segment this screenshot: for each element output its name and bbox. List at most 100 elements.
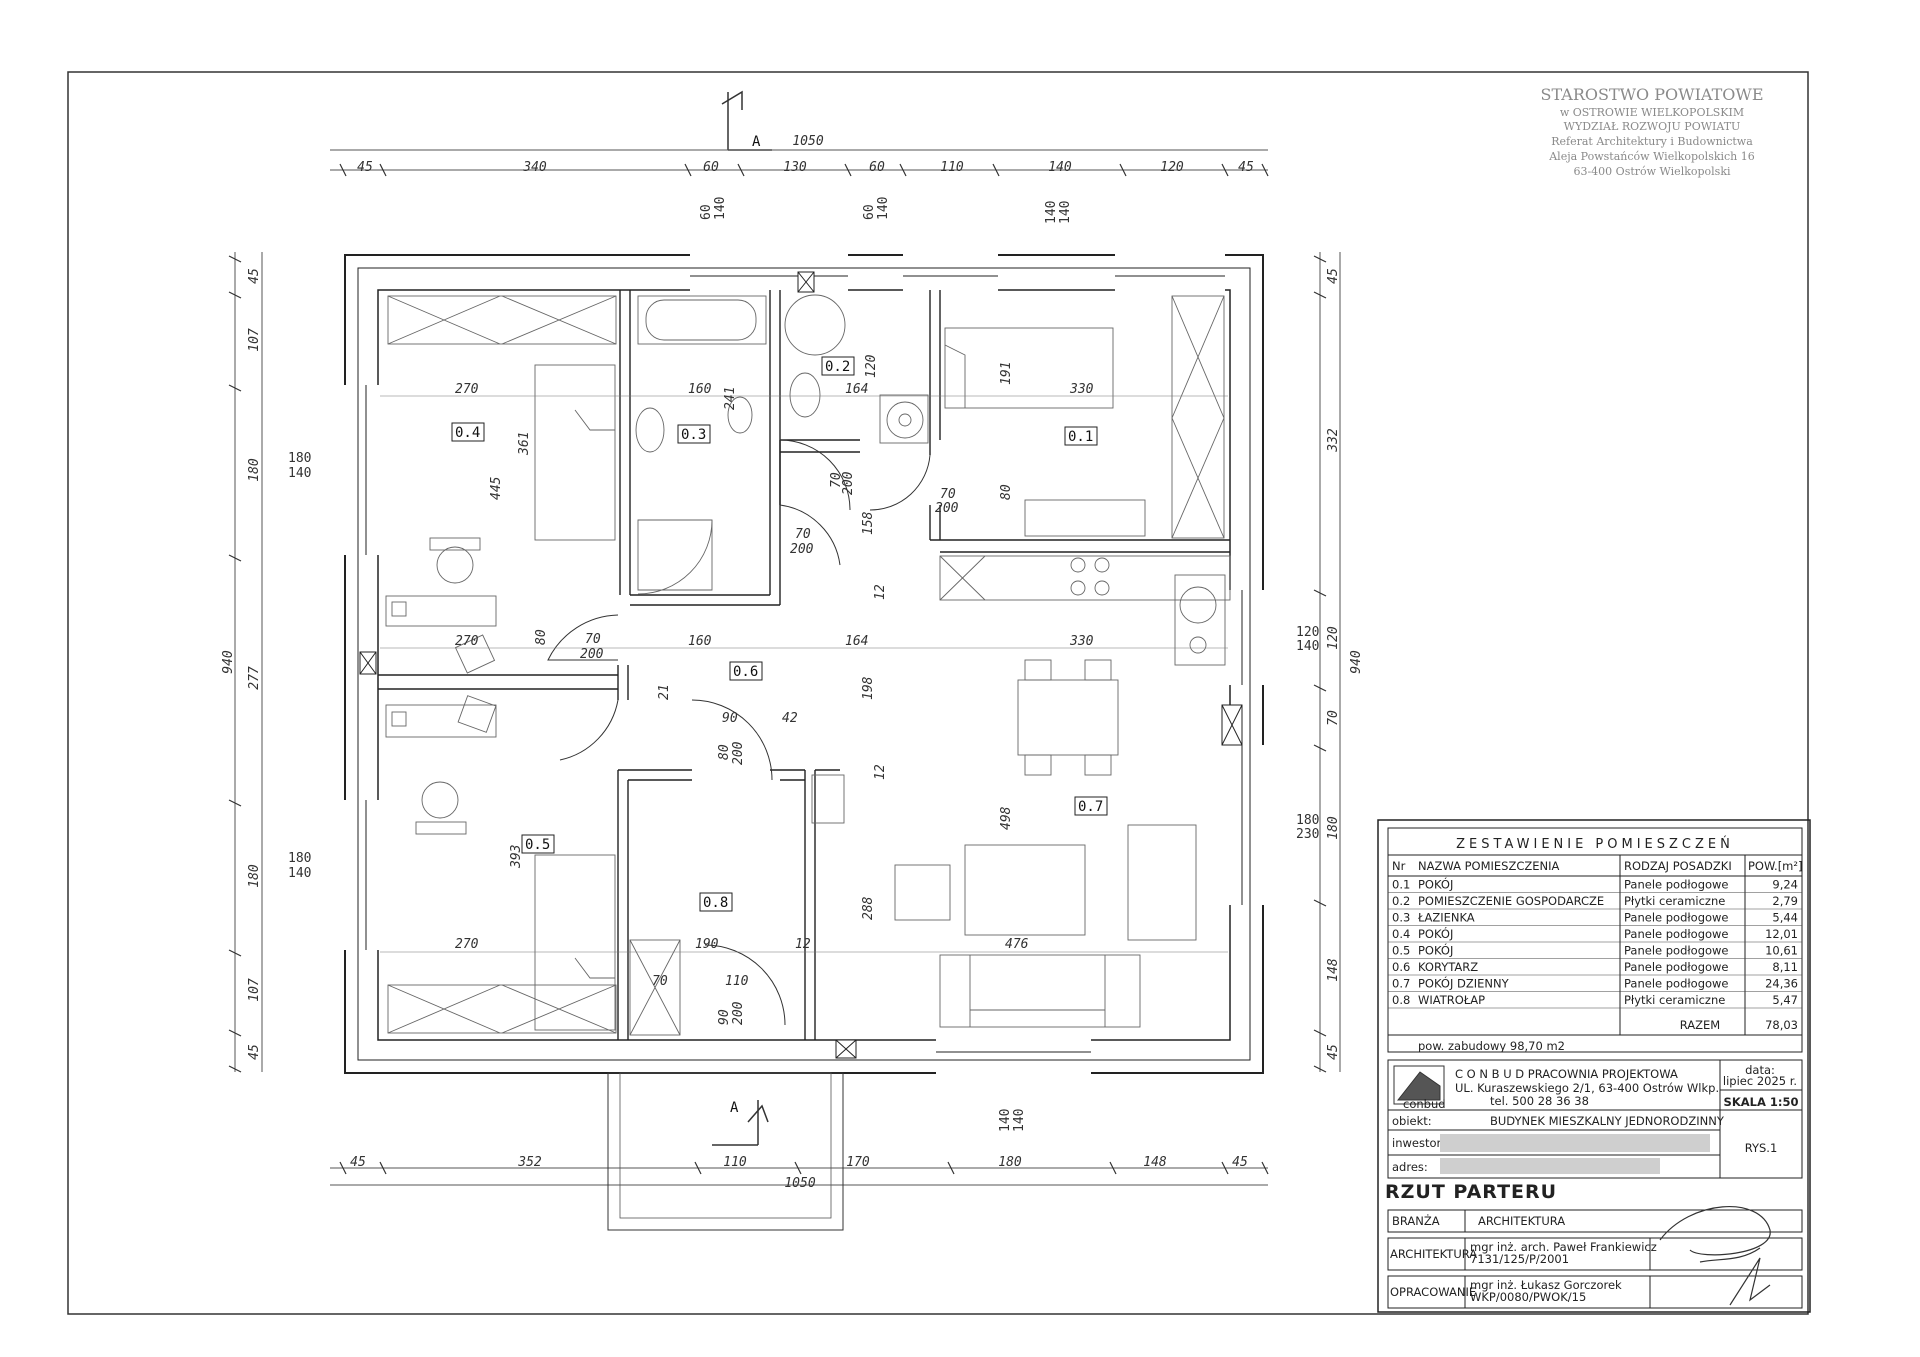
schedule-cell-nr: 0.6 [1392,960,1410,974]
dim-bottom-2: 352 [517,1155,542,1170]
dim-190: 190 [695,937,719,952]
schedule-cell-area: 24,36 [1765,977,1798,991]
schedule-cell-floor: Panele podłogowe [1624,911,1729,925]
schedule-cell-area: 8,11 [1772,960,1798,974]
inner-dimensions: 270 445 361 160 241 164 120 330 191 80 7… [380,354,1228,1025]
dim-bottom-4: 170 [846,1155,870,1170]
dim-top-2: 340 [522,160,547,175]
dim-door-200-d: 200 [580,647,604,662]
schedule-cell-nr: 0.5 [1392,944,1410,958]
stamp-line-4: Referat Architektury i Budownictwa [1551,135,1753,148]
dim-bottom-1: 45 [350,1155,366,1170]
dim-door-70-c: 70 [829,472,844,488]
section-label-top: A [752,134,761,150]
window-bottom-b: 140 [1012,1109,1027,1132]
dim-198: 198 [861,676,876,700]
architect-name: mgr inż. arch. Paweł Frankiewicz [1470,1240,1657,1254]
schedule-cell-name: ŁAZIENKA [1417,911,1475,925]
dim-left-4: 277 [247,666,262,690]
window-right-2-b: 230 [1296,827,1319,842]
section-mark-top [721,90,772,151]
dim-left-6: 107 [247,978,262,1002]
section-mark-bottom [712,1100,769,1146]
schedule-title: ZESTAWIENIE POMIESZCZEŃ [1456,836,1734,852]
dim-door-70-d: 70 [585,632,601,647]
window-openings [343,253,1265,1075]
stamp-line-6: 63-400 Ostrów Wielkopolski [1573,165,1731,178]
window-top-3-a: 140 [1044,201,1059,224]
dim-top-3: 60 [703,160,719,175]
dim-right-7: 45 [1326,1044,1341,1060]
dim-right-5: 180 [1326,816,1341,840]
stamp-line-1: STAROSTWO POWIATOWE [1541,85,1764,104]
schedule-cell-floor: Panele podłogowe [1624,977,1729,991]
dim-top-9: 45 [1238,160,1254,175]
room-label-0-5: 0.5 [525,837,550,853]
dim-right-total: 940 [1349,650,1364,674]
schedule-header-area: POW.[m²] [1748,859,1802,873]
dim-12-c: 12 [795,937,811,952]
dim-bottom-6: 148 [1143,1155,1167,1170]
dim-door-70-b: 70 [940,487,956,502]
window-top-3-b: 140 [1058,201,1073,224]
dim-80-b: 80 [534,629,549,645]
official-stamp: STAROSTWO POWIATOWE w OSTROWIE WIELKOPOL… [1541,85,1764,178]
dim-right-4: 70 [1326,710,1341,726]
dim-476: 476 [1005,937,1029,952]
dim-330-a: 330 [1069,382,1094,397]
dim-90-a: 90 [722,711,738,726]
dim-top-6: 110 [940,160,964,175]
preparer-signature [1729,1257,1771,1306]
address-label: adres: [1392,1160,1428,1174]
schedule-cell-name: POKÓJ [1418,926,1453,941]
room-label-0-4: 0.4 [455,425,480,441]
architecture-label: ARCHITEKTURA [1390,1247,1477,1261]
dim-498: 498 [999,806,1014,830]
object-label: obiekt: [1392,1114,1432,1128]
dim-left-total: 940 [221,650,236,674]
sheet-border [67,71,1809,1315]
schedule-total-label: RAZEM [1680,1018,1720,1032]
schedule-cell-nr: 0.1 [1392,878,1410,892]
dim-bottom-7: 45 [1232,1155,1248,1170]
window-right-1-b: 140 [1296,639,1319,654]
stamp-line-5: Aleja Powstańców Wielkopolskich 16 [1548,150,1755,163]
dim-288: 288 [861,896,876,920]
preparation-label: OPRACOWANIE [1390,1285,1476,1299]
dim-left-5: 180 [247,864,262,888]
porch-outline [607,1072,844,1231]
dim-160-a: 160 [688,382,712,397]
dim-top-7: 140 [1048,160,1072,175]
architect-license: 7131/125/P/2001 [1470,1252,1569,1266]
schedule-cell-name: WIATROŁAP [1418,993,1485,1007]
window-bottom-a: 140 [998,1109,1013,1132]
logo-text: conbud [1403,1097,1446,1111]
interior-walls [378,290,1230,1040]
schedule-cell-nr: 0.8 [1392,993,1410,1007]
company-address: UL. Kuraszewskiego 2/1, 63-400 Ostrów Wl… [1455,1081,1719,1095]
date-value: lipiec 2025 r. [1723,1074,1797,1088]
chimney-blocks [359,271,1243,1059]
schedule-cell-name: POKÓJ [1418,877,1453,892]
schedule-cell-nr: 0.4 [1392,927,1410,941]
dim-door-200-f: 200 [731,1001,746,1025]
dim-120: 120 [864,354,879,378]
room-label-0-8: 0.8 [703,895,728,911]
object-value: BUDYNEK MIESZKALNY JEDNORODZINNY [1490,1114,1725,1128]
door-swings [547,439,931,1026]
dim-door-200-c: 200 [841,471,856,495]
stamp-line-2: w OSTROWIE WIELKOPOLSKIM [1560,106,1744,119]
section-label-bottom: A [730,1100,739,1116]
schedule-cell-area: 10,61 [1765,944,1798,958]
schedule-total-value: 78,03 [1765,1018,1798,1032]
dim-241: 241 [723,387,738,410]
window-top-1-b: 140 [713,197,728,220]
company-logo [1393,1065,1445,1105]
window-left-1-b: 140 [288,466,311,481]
room-label-0-3: 0.3 [681,427,706,443]
dim-door-200-a: 200 [790,542,814,557]
dim-door-80: 80 [717,744,732,760]
schedule-cell-area: 2,79 [1772,894,1798,908]
architect-signature [1659,1206,1771,1263]
